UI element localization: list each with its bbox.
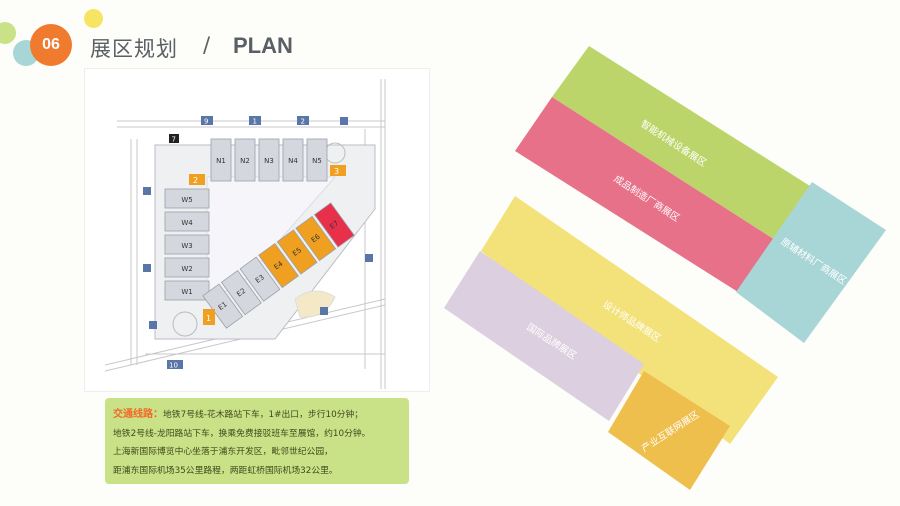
transport-line-3: 上海新国际博览中心坐落于浦东开发区，毗邻世纪公园， xyxy=(113,447,333,458)
zone-international-brands: 国际品牌展区 xyxy=(444,251,644,421)
svg-text:W1: W1 xyxy=(181,288,192,296)
park-area xyxy=(294,290,336,318)
svg-text:E1: E1 xyxy=(217,300,229,312)
decor-dot-green xyxy=(0,22,16,44)
svg-text:E3: E3 xyxy=(254,273,266,285)
zone-designer-brands: 设计师品牌展区 xyxy=(481,196,778,444)
hall-e7: E7 xyxy=(313,202,355,248)
svg-text:W5: W5 xyxy=(181,196,192,204)
zone-industrial-internet: 产业互联网展区 xyxy=(608,371,730,490)
svg-text:N3: N3 xyxy=(264,157,274,165)
gate-sign-9: 9 xyxy=(201,116,213,126)
svg-text:10: 10 xyxy=(169,362,178,370)
svg-text:7: 7 xyxy=(172,136,176,144)
svg-text:E7: E7 xyxy=(328,219,340,231)
gate-sign-10: 10 xyxy=(167,360,183,370)
gate-sign-1: 1 xyxy=(249,116,261,126)
roundabout-sw xyxy=(172,311,198,337)
hall-n2: N2 xyxy=(234,138,256,182)
decor-dot-yellow xyxy=(84,9,103,28)
hall-e6: E6 xyxy=(295,215,337,262)
entrance-2-marker: 2 xyxy=(189,174,205,185)
svg-text:W3: W3 xyxy=(181,242,192,250)
svg-text:E5: E5 xyxy=(291,246,303,258)
svg-text:W4: W4 xyxy=(181,219,193,227)
entrance-3-marker: 3 xyxy=(330,165,346,176)
svg-text:1: 1 xyxy=(253,118,257,126)
title-separator: / xyxy=(203,33,211,57)
hall-n4: N4 xyxy=(282,138,304,182)
hall-e5: E5 xyxy=(276,229,318,275)
svg-text:3: 3 xyxy=(334,167,339,176)
transport-line-1: 交通线路：地铁7号线-花木路站下车，1#出口，步行10分钟； xyxy=(113,409,364,420)
zone-manufacturers: 成品制造厂商展区 xyxy=(515,97,775,292)
gate-sign-7: 7 xyxy=(169,134,179,144)
gate-sign-2: 2 xyxy=(297,116,309,126)
north-halls: N1 N2 N3 N4 N5 xyxy=(210,138,328,182)
svg-text:N2: N2 xyxy=(240,157,250,165)
svg-text:E2: E2 xyxy=(235,287,247,299)
hall-e4: E4 xyxy=(258,242,299,289)
hall-e3: E3 xyxy=(239,256,281,302)
hall-w2: W2 xyxy=(164,257,210,278)
page-title: 展区规划 xyxy=(90,37,178,61)
hall-n5: N5 xyxy=(306,138,328,182)
svg-text:9: 9 xyxy=(204,118,208,126)
zone-plan-diagram: 智能机械设备展区 成品制造厂商展区 原辅材料厂商展区 设计师品牌展区 国际品牌展… xyxy=(444,46,886,490)
svg-text:2: 2 xyxy=(193,176,198,185)
hall-w1: W1 xyxy=(164,280,210,301)
hall-n1: N1 xyxy=(210,138,232,182)
section-number-badge: 06 xyxy=(30,24,72,66)
map-side-markers xyxy=(143,117,373,329)
svg-text:1: 1 xyxy=(206,314,211,323)
svg-text:N1: N1 xyxy=(216,157,226,165)
hall-w5: W5 xyxy=(164,188,210,209)
svg-text:N4: N4 xyxy=(288,157,298,165)
svg-text:W2: W2 xyxy=(181,265,192,273)
transport-line-2: 地铁2号线-龙阳路站下车，换乘免费接驳班车至展馆，约10分钟。 xyxy=(113,428,371,439)
transport-label: 交通线路： xyxy=(113,409,163,420)
zone-materials: 原辅材料厂商展区 xyxy=(736,182,886,343)
svg-text:N5: N5 xyxy=(312,157,322,165)
hall-n3: N3 xyxy=(258,138,280,182)
hall-w3: W3 xyxy=(164,234,210,255)
svg-text:2: 2 xyxy=(301,118,305,126)
transport-info-panel: 交通线路：地铁7号线-花木路站下车，1#出口，步行10分钟； 地铁2号线-龙阳路… xyxy=(105,398,409,484)
page-subtitle: PLAN xyxy=(233,33,293,58)
hall-w4: W4 xyxy=(164,211,210,232)
map-roads xyxy=(104,79,386,389)
hall-e2: E2 xyxy=(220,269,262,316)
transport-line-4: 距浦东国际机场35公里路程，两距虹桥国际机场32公里。 xyxy=(113,465,338,476)
entrance-1-marker: 1 xyxy=(203,309,215,325)
